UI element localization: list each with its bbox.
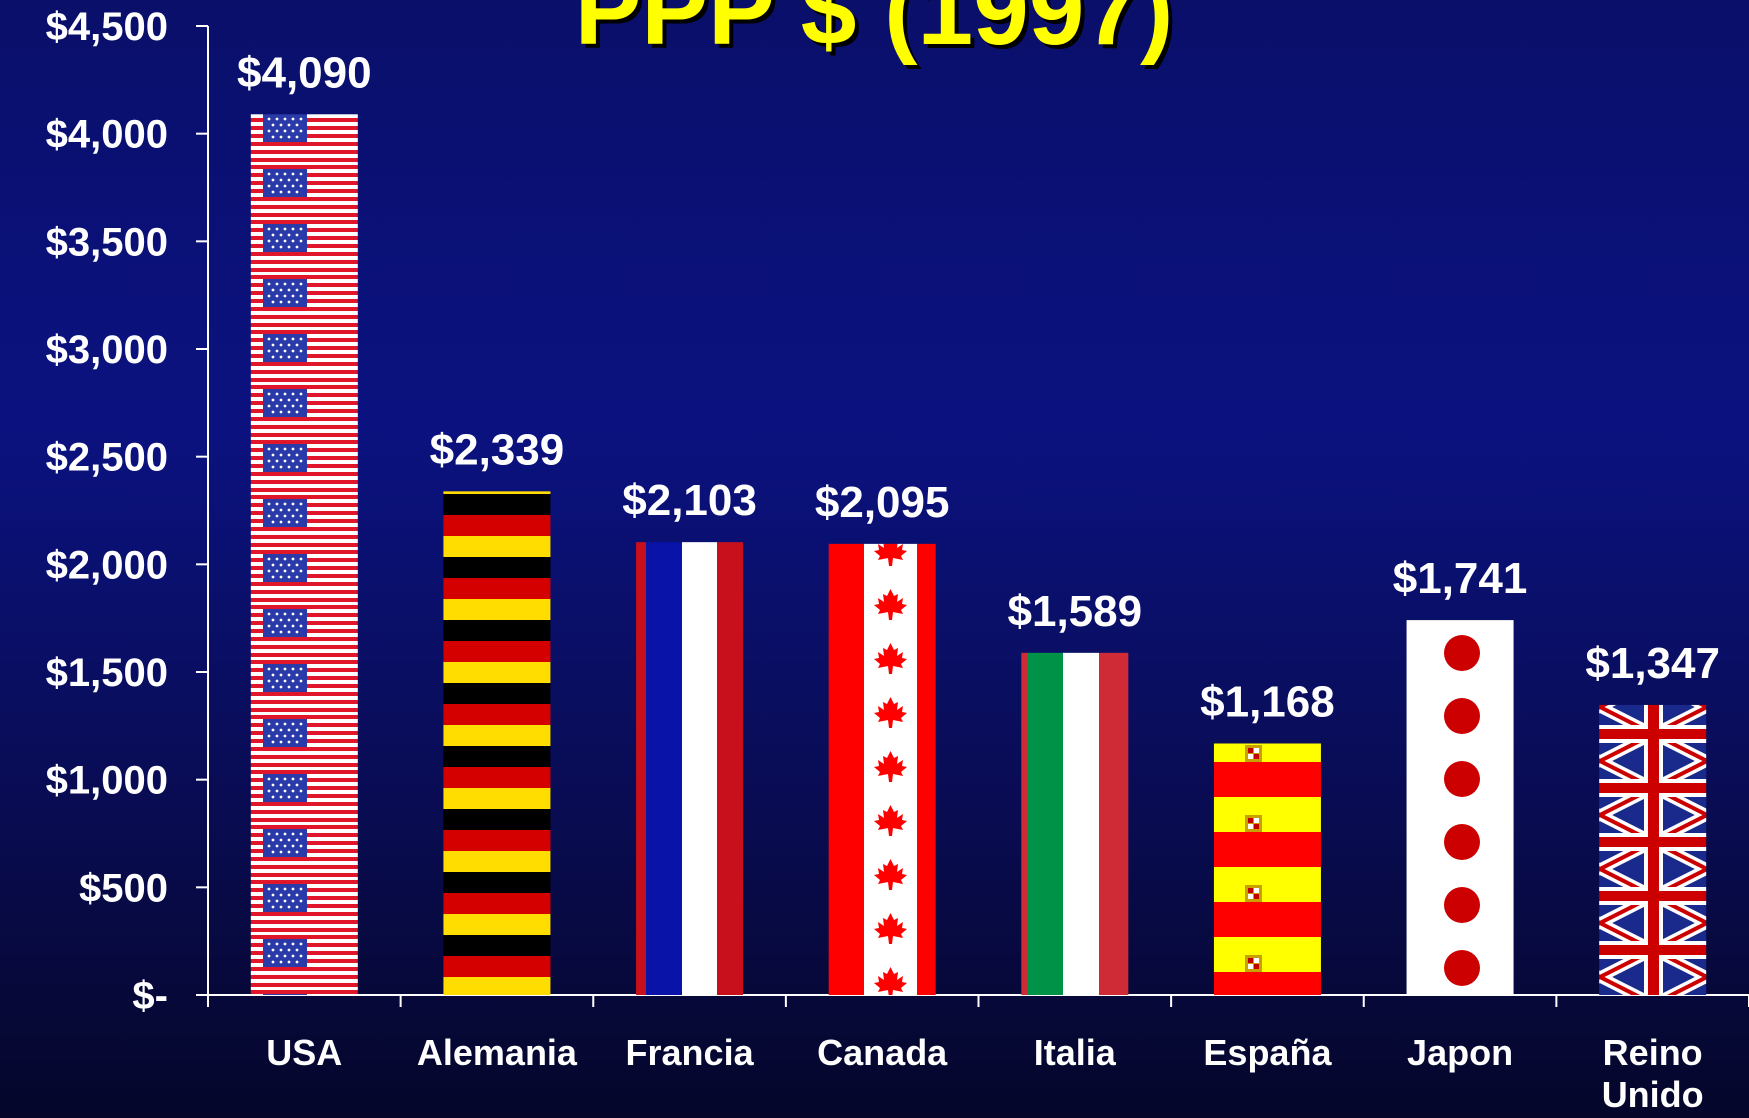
data-label: $1,589 — [1008, 587, 1143, 636]
bar-flag-usa — [250, 114, 358, 995]
x-tick-label-line: Alemania — [417, 1032, 578, 1073]
x-tick-label-line: USA — [266, 1032, 342, 1073]
bar-flag-canada — [828, 543, 936, 995]
bar-flag-spain — [1213, 743, 1321, 995]
data-label: $2,095 — [815, 478, 950, 527]
x-tick-label-line: Reino — [1603, 1032, 1703, 1073]
x-tick-label: Japon — [1407, 1032, 1513, 1073]
chart-title-shadow: PPP $ (1997) — [579, 0, 1178, 70]
bar-flag-japan — [1406, 620, 1514, 995]
x-tick-label-line: Japon — [1407, 1032, 1513, 1073]
data-label: $2,339 — [430, 425, 565, 474]
y-tick-label: $500 — [79, 866, 168, 910]
data-label: $4,090 — [237, 48, 372, 97]
chart-title: PPP $ (1997) — [575, 0, 1174, 66]
y-tick-label: $2,500 — [46, 436, 168, 480]
bar-flag-uk — [1599, 704, 1707, 995]
x-tick-label: Alemania — [417, 1032, 578, 1073]
data-label: $2,103 — [622, 476, 757, 525]
y-tick-label: $- — [132, 974, 168, 1018]
x-tick-label-line: Italia — [1034, 1032, 1117, 1073]
axes: $- $500 $1,000 $1,500 $2,000 $2,500 $3,000 $3,5… — [46, 5, 1749, 1018]
x-tick-label-line: Francia — [626, 1032, 755, 1073]
x-tick-label: USA — [266, 1032, 342, 1073]
x-tick-label: Francia — [626, 1032, 755, 1073]
bar-flag-germany — [443, 491, 551, 995]
x-tick-label-line: Unido — [1602, 1074, 1704, 1115]
data-label: $1,741 — [1393, 554, 1528, 603]
y-tick-label: $4,500 — [46, 5, 168, 49]
data-label: $1,168 — [1200, 677, 1335, 726]
y-tick-label: $1,000 — [46, 759, 168, 803]
y-tick-label: $1,500 — [46, 651, 168, 695]
x-tick-label: Italia — [1034, 1032, 1117, 1073]
y-tick-label: $2,000 — [46, 543, 168, 587]
y-tick-label: $3,000 — [46, 328, 168, 372]
chart-title-group: PPP $ (1997) PPP $ (1997) — [575, 0, 1178, 70]
y-tick-label: $3,500 — [46, 220, 168, 264]
x-tick-label-line: España — [1203, 1032, 1332, 1073]
bars — [250, 114, 1707, 995]
data-label: $1,347 — [1585, 639, 1720, 688]
y-tick-label: $4,000 — [46, 113, 168, 157]
x-tick-label: España — [1203, 1032, 1332, 1073]
x-tick-label: Canada — [817, 1032, 948, 1073]
bar-flag-france — [636, 542, 744, 995]
bar-flag-italy — [1021, 652, 1129, 995]
x-tick-label-line: Canada — [817, 1032, 948, 1073]
